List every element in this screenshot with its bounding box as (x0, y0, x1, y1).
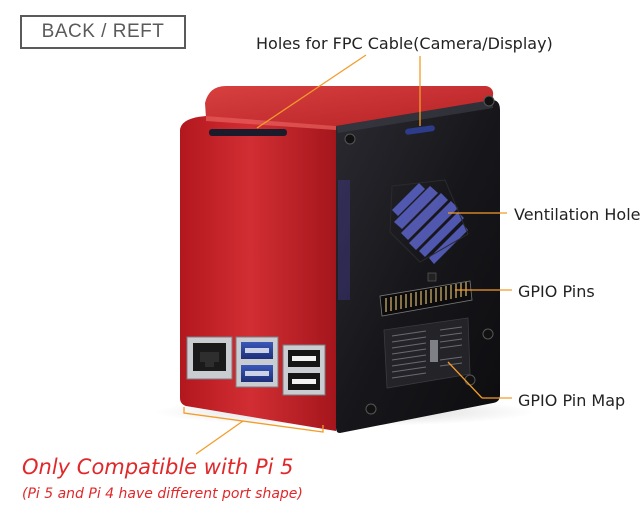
usb2-port-pair (282, 344, 326, 396)
view-badge: BACK / REFT (20, 15, 186, 49)
ventilation-label: Ventilation Hole (514, 205, 640, 224)
screw-icon (464, 374, 476, 386)
screw-icon (482, 328, 494, 340)
compatibility-note: (Pi 5 and Pi 4 have different port shape… (22, 486, 303, 502)
fpc-holes-label: Holes for FPC Cable(Camera/Display) (256, 34, 553, 53)
gpio-pin-map (383, 317, 471, 389)
gpio-pins-label: GPIO Pins (518, 282, 595, 301)
compatibility-title: Only Compatible with Pi 5 (22, 455, 294, 479)
ventilation-grille (392, 183, 468, 264)
gpio-map-label: GPIO Pin Map (518, 391, 626, 410)
usb3-port-pair (235, 336, 279, 388)
fpc-slot-panel (405, 125, 435, 135)
screw-icon (344, 133, 356, 145)
gpio-header (379, 272, 473, 317)
callout-lines (183, 54, 512, 455)
ethernet-port (186, 336, 233, 380)
fpc-slot-top (209, 129, 287, 136)
screw-icon (365, 403, 377, 415)
screw-icon (483, 95, 495, 107)
case-top-face (205, 86, 494, 128)
